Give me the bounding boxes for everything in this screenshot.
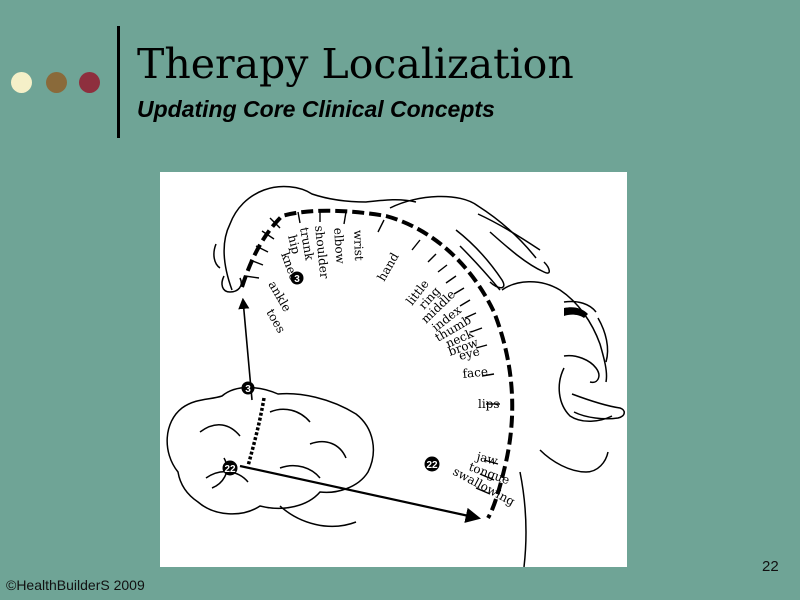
arc-ticks bbox=[244, 210, 500, 495]
label-face: face bbox=[462, 364, 489, 381]
label-jaw: jaw bbox=[473, 449, 500, 468]
homunculus-illustration: toes ankle knee hip trunk shoulder elbow… bbox=[166, 185, 625, 567]
title-divider bbox=[117, 26, 120, 138]
label-hip: hip bbox=[285, 233, 303, 255]
label-trunk: trunk bbox=[297, 226, 317, 262]
svg-text:22: 22 bbox=[426, 460, 438, 471]
svg-text:3: 3 bbox=[245, 384, 251, 395]
homunculus-figure: toes ankle knee hip trunk shoulder elbow… bbox=[160, 172, 627, 567]
label-elbow: elbow bbox=[331, 227, 348, 265]
label-lips: lips bbox=[478, 397, 500, 411]
slide-number: 22 bbox=[762, 558, 779, 575]
slide-subtitle: Updating Core Clinical Concepts bbox=[137, 96, 495, 122]
copyright-notice: ©HealthBuilderS 2009 bbox=[6, 577, 145, 593]
label-hand: hand bbox=[374, 250, 401, 284]
badge-22-arc: 22 bbox=[424, 456, 440, 472]
badge-3-top: 3 bbox=[290, 271, 304, 285]
decorative-dot-maroon bbox=[79, 72, 100, 93]
motor-cortex-strip bbox=[246, 397, 266, 467]
motor-strip-arc bbox=[240, 208, 515, 520]
brain-figure bbox=[166, 386, 375, 528]
decorative-dot-cream bbox=[11, 72, 32, 93]
label-shoulder: shoulder bbox=[312, 225, 332, 280]
label-eye: eye bbox=[457, 344, 481, 363]
svg-text:22: 22 bbox=[224, 464, 236, 475]
badge-3-brain: 3 bbox=[241, 381, 255, 395]
decorative-dot-brown bbox=[46, 72, 67, 93]
label-wrist: wrist bbox=[351, 230, 366, 261]
badge-22-brain: 22 bbox=[222, 460, 238, 476]
eyebrow-mark bbox=[564, 307, 588, 318]
face-figure bbox=[501, 281, 625, 567]
hand-figure bbox=[389, 195, 550, 291]
arrow-to-swallowing bbox=[239, 464, 482, 523]
slide-title: Therapy Localization bbox=[137, 40, 574, 88]
svg-text:3: 3 bbox=[294, 274, 300, 285]
